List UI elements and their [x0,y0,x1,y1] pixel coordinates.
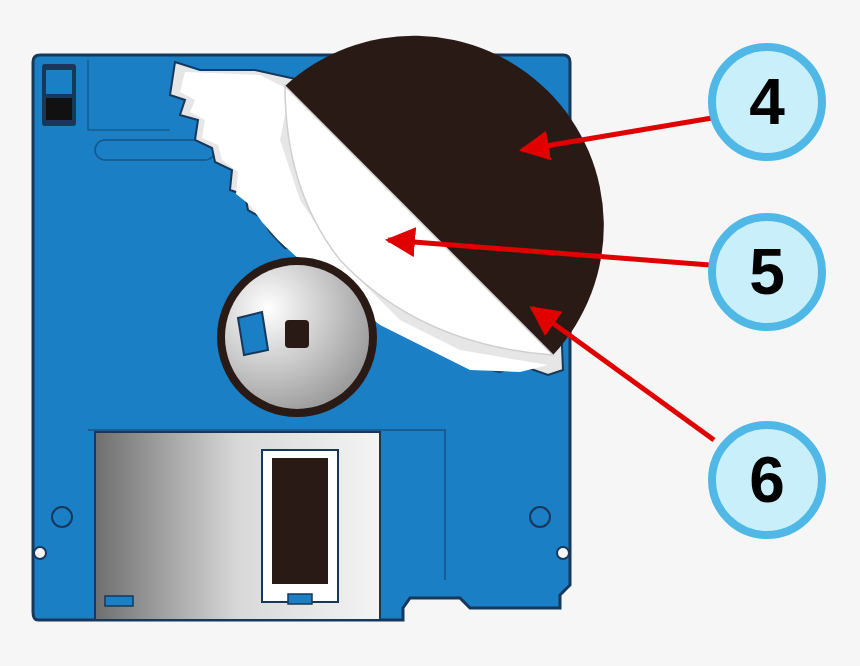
metal-shutter [95,432,380,620]
metal-hub [225,265,369,409]
callout-number: 6 [749,448,785,512]
hub-ring [217,257,377,417]
write-protect [42,64,76,126]
callout-circle: 5 [707,212,827,332]
callout-circle: 6 [707,420,827,540]
callout-number: 5 [749,240,785,304]
leader-arrow [532,308,714,440]
callout-number: 4 [749,70,785,134]
leader-arrow [388,240,710,265]
leader-arrow [522,118,712,150]
callout-circle: 4 [707,42,827,162]
head-window [272,458,328,584]
